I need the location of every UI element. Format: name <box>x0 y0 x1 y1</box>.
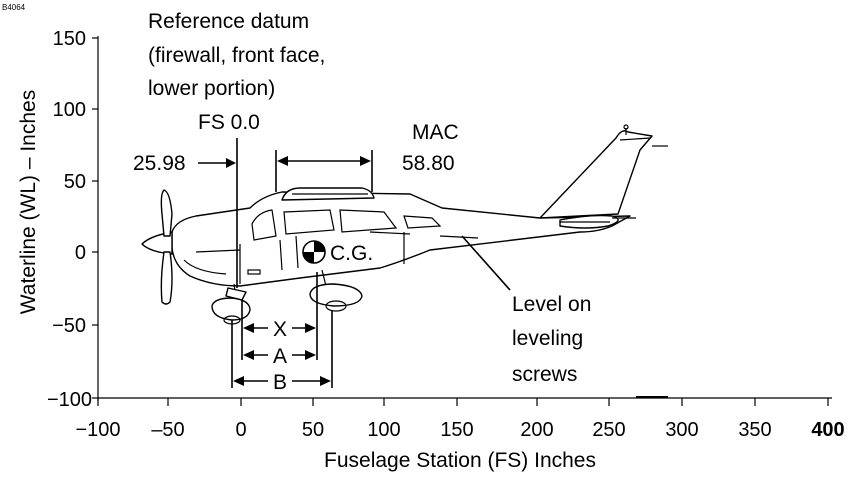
y-tick-label: 50 <box>64 171 86 193</box>
y-tick-label: −50 <box>52 315 86 337</box>
x-tick-label: 0 <box>235 419 246 441</box>
y-tick-label: 0 <box>75 242 86 264</box>
datum-line-2: (firewall, front face, <box>148 44 325 67</box>
y-tick-label: 100 <box>53 99 86 121</box>
datum-offset-label: 25.98 <box>133 152 186 175</box>
x-tick-label: 300 <box>665 419 698 441</box>
mac-value-label: 58.80 <box>402 152 455 175</box>
x-axis-title: Fuselage Station (FS) Inches <box>324 449 596 472</box>
fs-zero-label: FS 0.0 <box>198 111 260 134</box>
y-axis-title: Waterline (WL) – Inches <box>17 90 40 314</box>
xab-dimensions: X A B <box>231 272 333 394</box>
x-axis: −100 –50 0 50 100 150 200 250 300 350 40… <box>75 396 845 472</box>
level-note: Level on leveling screws <box>461 235 591 386</box>
x-tick-label: 400 <box>811 419 844 441</box>
level-line-1: Level on <box>512 293 591 316</box>
x-tick-label: 250 <box>592 419 625 441</box>
cg-symbol: C.G. <box>302 240 373 265</box>
level-line-2: leveling <box>512 327 583 350</box>
x-tick-label: –50 <box>151 419 184 441</box>
y-tick-label: 150 <box>53 28 86 50</box>
mac-dimension: MAC 58.80 <box>275 121 459 192</box>
figure-code: B4064 <box>2 3 26 12</box>
x-tick-label: 50 <box>302 419 324 441</box>
y-tick-label: −100 <box>47 389 92 411</box>
reference-datum-note: Reference datum (firewall, front face, l… <box>148 10 325 134</box>
airplane-illustration <box>141 124 668 325</box>
y-axis: 150 100 50 0 −50 −100 Waterline (WL) – I… <box>17 28 99 411</box>
x-tick-label: −100 <box>75 419 120 441</box>
x-tick-label: 350 <box>738 419 771 441</box>
datum-line-3: lower portion) <box>148 77 275 100</box>
cg-label: C.G. <box>330 242 373 265</box>
dim-b-label: B <box>273 371 287 394</box>
mac-label: MAC <box>412 121 459 144</box>
x-tick-label: 100 <box>367 419 400 441</box>
datum-line-1: Reference datum <box>148 10 309 33</box>
dim-x-label: X <box>273 318 287 341</box>
dim-a-label: A <box>273 345 287 368</box>
x-tick-label: 150 <box>440 419 473 441</box>
level-line-3: screws <box>512 363 577 386</box>
x-tick-label: 200 <box>520 419 553 441</box>
datum-dimension: 25.98 <box>133 138 238 288</box>
